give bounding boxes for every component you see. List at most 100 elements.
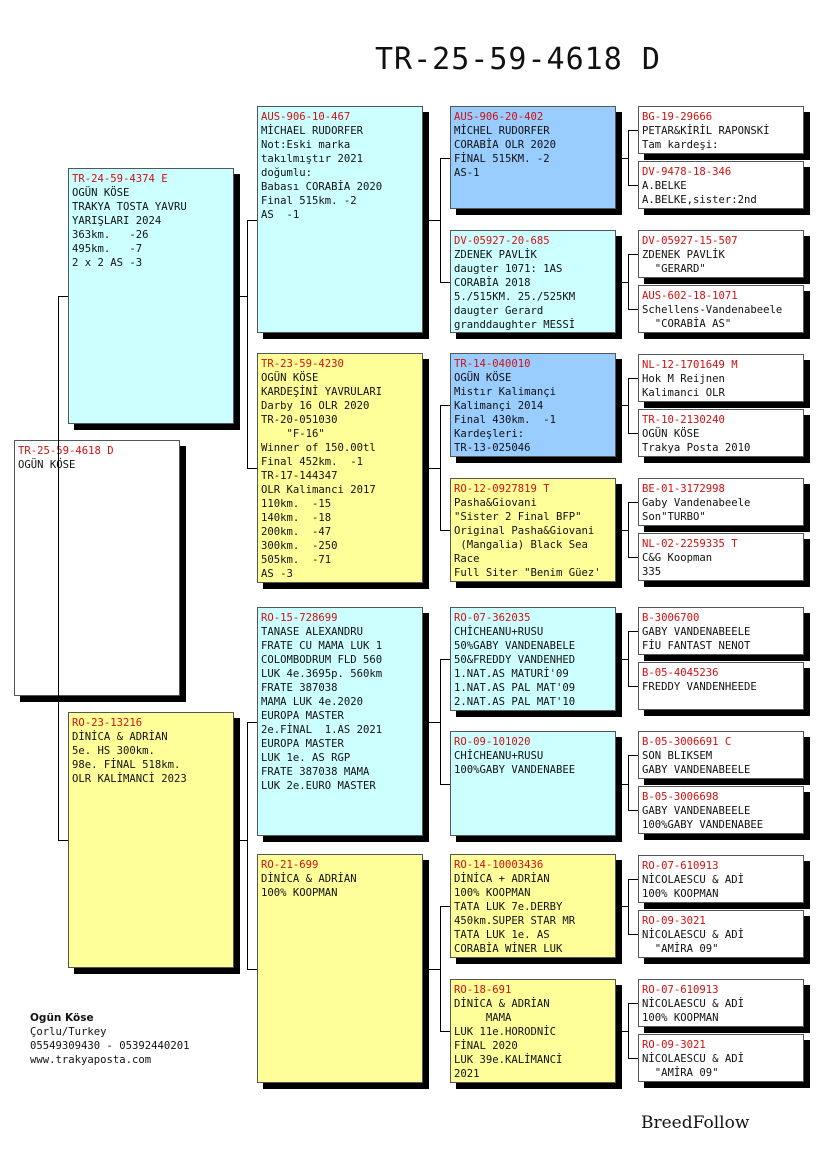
pedigree-detail-line: 140km. -18 — [261, 512, 332, 524]
pedigree-detail-line: Son"TURBO" — [642, 511, 706, 523]
ring-number: BG-19-29666 — [642, 111, 713, 123]
connector-line — [628, 130, 638, 131]
pedigree-detail-line: "CORABİA AS" — [642, 318, 732, 330]
connector-line — [440, 659, 450, 660]
connector-line — [628, 378, 638, 379]
pedigree-detail-line: 505km. -71 — [261, 554, 332, 566]
connector-line — [440, 906, 450, 907]
breeder-contact: Ogün Köse Çorlu/Turkey 05549309430 - 053… — [30, 1011, 189, 1067]
pedigree-detail-line: AS -3 — [261, 568, 293, 580]
pedigree-detail-line: YARIŞLARI 2024 — [72, 215, 162, 227]
connector-line — [628, 631, 629, 687]
ring-number: B-05-3006691 C — [642, 736, 732, 748]
connector-line — [628, 309, 638, 310]
pedigree-detail-line: granddaughter MESSİ — [454, 319, 576, 331]
pedigree-detail-line: 200km. -47 — [261, 526, 332, 538]
connector-line — [616, 405, 628, 406]
connector-line — [247, 468, 257, 469]
pedigree-detail-line: OLR KALİMANCİ 2023 — [72, 773, 187, 785]
pedigree-detail-line: Winner of 150.00tl — [261, 442, 376, 454]
connector-line — [628, 502, 638, 503]
pedigree-detail-line: LUK 2e.EURO MASTER — [261, 780, 376, 792]
pedigree-detail-line: CORABİA 2018 — [454, 277, 531, 289]
pedigree-detail-line: 1.NAT.AS PAL MAT'09 — [454, 682, 576, 694]
ring-number: RO-18-691 — [454, 984, 512, 996]
pedigree-detail-line: Babası CORABİA 2020 — [261, 181, 383, 193]
ring-number: TR-24-59-4374 E — [72, 173, 168, 185]
connector-line — [628, 934, 638, 935]
pedigree-detail-line: 100%GABY VANDENABEE — [454, 764, 576, 776]
connector-line — [440, 783, 450, 785]
ring-number: RO-09-3021 — [642, 1039, 706, 1051]
pedigree-detail-line: A.BELKE — [642, 180, 687, 192]
pedigree-detail-line: 110km. -15 — [261, 498, 332, 510]
pedigree-detail-line: OGÜN KÖSE — [454, 372, 512, 384]
pedigree-detail-line: OLR Kalimanci 2017 — [261, 484, 376, 496]
pedigree-detail-line: ZDENEK PAVLİK — [454, 249, 537, 261]
pedigree-detail-line: EUROPA MASTER — [261, 710, 344, 722]
pedigree-detail-line: TANASE ALEXANDRU — [261, 626, 364, 638]
pedigree-detail-line: "Sister 2 Final BFP" — [454, 511, 582, 523]
pedigree-detail-line: 50&FREDDY VANDENHED — [454, 654, 576, 666]
connector-line — [616, 157, 628, 159]
pedigree-detail-line: 363km. -26 — [72, 229, 149, 241]
connector-line — [628, 1058, 638, 1059]
pedigree-detail-line: 100%GABY VANDENABEE — [642, 819, 764, 831]
connector-line — [628, 130, 629, 186]
ring-number: AUS-906-20-402 — [454, 111, 544, 123]
pedigree-detail-line: 98e. FİNAL 518km. — [72, 759, 181, 771]
pedigree-detail-line: Hok M Reijnen — [642, 373, 725, 385]
ring-number: AUS-602-18-1071 — [642, 290, 738, 302]
pedigree-detail-line: TATA LUK 1e. AS — [454, 929, 550, 941]
pedigree-detail-line: "F-16" — [261, 428, 325, 440]
pedigree-detail-line: Full Siter "Benim Güez' — [454, 567, 601, 579]
connector-line — [616, 1031, 628, 1032]
connector-line — [247, 219, 248, 469]
pedigree-detail-line: MİCHEL RUDORFER — [454, 125, 550, 137]
ring-number: RO-23-13216 — [72, 717, 143, 729]
pedigree-detail-line: 335 — [642, 566, 662, 578]
ring-number: B-05-4045236 — [642, 667, 719, 679]
pedigree-detail-line: FİNAL 515KM. -2 — [454, 153, 550, 165]
ring-number: TR-10-2130240 — [642, 414, 725, 426]
pedigree-detail-line: Kardeşleri: — [454, 428, 525, 440]
pedigree-detail-line: LUK 11e.HORODNİC — [454, 1026, 557, 1038]
connector-line — [58, 296, 59, 841]
pedigree-detail-line: OGÜN KÖSE — [261, 372, 319, 384]
pedigree-detail-line: OGÜN KÖSE — [642, 428, 700, 440]
pedigree-detail-line: daugter Gerard — [454, 305, 544, 317]
pedigree-detail-line: 300km. -250 — [261, 540, 338, 552]
pedigree-detail-line: Kalimanci OLR — [642, 387, 725, 399]
ring-number: AUS-906-10-467 — [261, 111, 351, 123]
pedigree-detail-line: LUK 39e.KALİMANCİ — [454, 1054, 563, 1066]
breeder-website: www.trakyaposta.com — [30, 1054, 152, 1066]
pedigree-detail-line: TR-17-144347 — [261, 470, 338, 482]
pedigree-detail-line: CHİCHEANU+RUSU — [454, 750, 544, 762]
connector-line — [628, 1003, 638, 1004]
pedigree-detail-line: KARDEŞİNİ YAVRULARI — [261, 386, 383, 398]
ring-number: RO-15-728699 — [261, 612, 338, 624]
connector-line — [423, 968, 440, 970]
pedigree-detail-line: 50%GABY VANDENABELE — [454, 640, 576, 652]
connector-line — [616, 659, 628, 660]
pedigree-detail-line: DİNİCA + ADRİAN — [454, 873, 550, 885]
connector-line — [628, 879, 629, 935]
connector-line — [628, 631, 638, 632]
connector-line — [440, 405, 441, 531]
pedigree-detail-line: 495km. -7 — [72, 243, 143, 255]
ring-number: DV-05927-15-507 — [642, 235, 738, 247]
connector-line — [616, 530, 628, 531]
pedigree-detail-line: A.BELKE,sister:2nd — [642, 194, 757, 206]
pedigree-detail-line: 100% KOOPMAN — [642, 888, 719, 900]
pedigree-detail-line: NİCOLAESCU & ADİ — [642, 874, 745, 886]
